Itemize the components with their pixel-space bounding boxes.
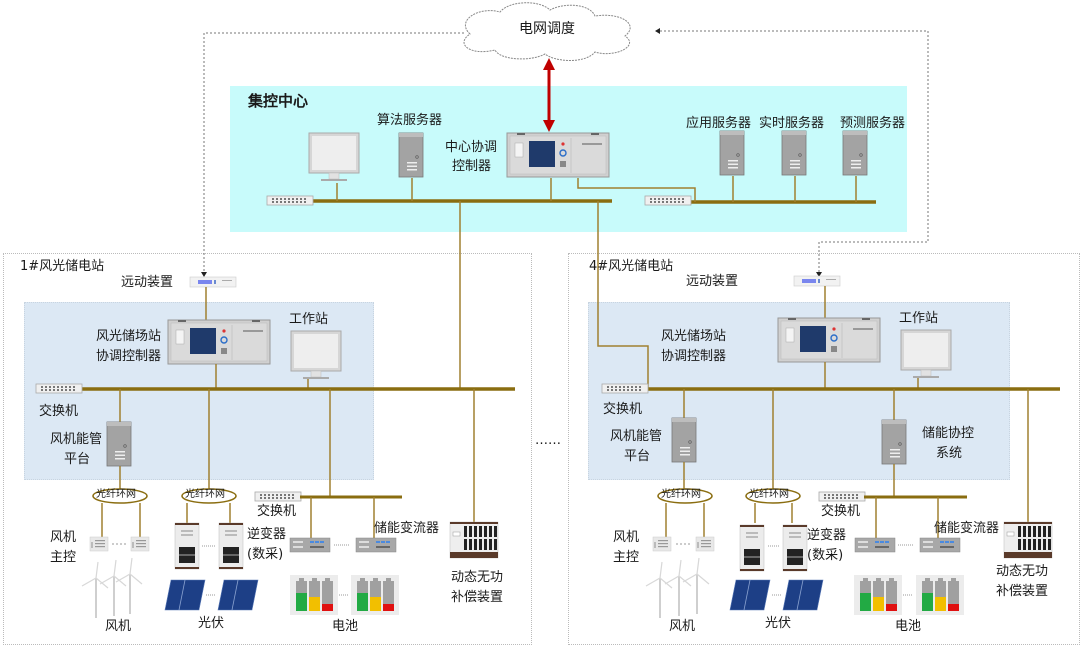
app-server-label: 应用服务器 xyxy=(686,116,752,131)
realtime-server-label: 实时服务器 xyxy=(759,116,825,131)
station-1-wind-label: 风机 xyxy=(105,619,132,634)
grid-dispatch-label: 电网调度 xyxy=(519,21,575,37)
station-4-battery-label: 电池 xyxy=(895,619,922,634)
station-1-pv-label: 光伏 xyxy=(198,616,225,631)
station-4-pcs-label: 储能变流器 xyxy=(934,521,1000,536)
station-4-wind-label: 风机 xyxy=(669,619,696,634)
station-4-title: 4#风光储电站 xyxy=(589,259,674,274)
station-4-rtu-label: 远动装置 xyxy=(686,274,739,289)
station-1-inverter-label-1: 逆变器 xyxy=(247,527,287,542)
center-to-station-4 xyxy=(597,201,649,389)
station-1-fiber-ring-1: 光纤环网 xyxy=(96,489,136,500)
station-1-svg-label-1: 动态无功 xyxy=(451,570,504,585)
station-4-svg-label-2: 补偿装置 xyxy=(996,584,1049,599)
station-1-battery-label: 电池 xyxy=(332,619,359,634)
central-controller-label-1: 中心协调 xyxy=(445,140,498,155)
station-1-coordinator-label-1: 风光储场站 xyxy=(96,329,162,344)
station-1-rtu-label: 远动装置 xyxy=(121,275,174,290)
station-1-switch-label: 交换机 xyxy=(39,404,79,419)
station-4-storage-ctrl-label-1: 储能协控 xyxy=(922,426,975,441)
ellipsis: …… xyxy=(535,433,561,448)
station-1-turbine-ctrl-label-2: 主控 xyxy=(50,550,77,565)
station-4-fiber-ring-1: 光纤环网 xyxy=(661,489,701,500)
station-4-turbine-ctrl-label-2: 主控 xyxy=(613,550,640,565)
station-1-title: 1#风光储电站 xyxy=(20,259,105,274)
control-center-title: 集控中心 xyxy=(248,92,309,110)
station-1-outer xyxy=(3,253,532,645)
station-4-coordinator-label-2: 协调控制器 xyxy=(661,349,727,364)
station-1-inverter-label-2: (数采) xyxy=(247,547,284,562)
station-1-wind-ems-label-1: 风机能管 xyxy=(50,432,103,447)
station-1-svg-label-2: 补偿装置 xyxy=(451,590,504,605)
station-4-wind-ems-label-2: 平台 xyxy=(624,449,651,464)
station-4-pv-label: 光伏 xyxy=(765,616,792,631)
station-1-turbine-ctrl-label-1: 风机 xyxy=(50,530,77,545)
station-4-fiber-ring-2: 光纤环网 xyxy=(749,489,789,500)
station-4-wind-ems-label-1: 风机能管 xyxy=(610,429,663,444)
station-4-svg-label-1: 动态无功 xyxy=(996,564,1049,579)
dispatch-link-station-1 xyxy=(203,32,464,276)
station-1-coordinator-label-2: 协调控制器 xyxy=(96,349,162,364)
station-1-pcs-label: 储能变流器 xyxy=(374,521,440,536)
algorithm-server-label: 算法服务器 xyxy=(377,113,443,128)
station-1-fiber-ring-2: 光纤环网 xyxy=(185,489,225,500)
station-4-inverter-label-2: (数采) xyxy=(807,548,844,563)
central-controller-label-2: 控制器 xyxy=(452,159,492,174)
station-1-switch2-label: 交换机 xyxy=(257,504,297,519)
station-4-workstation-label: 工作站 xyxy=(899,311,939,326)
grid-dispatch-cloud xyxy=(463,2,631,61)
station-4-switch-label: 交换机 xyxy=(603,402,643,417)
station-1-wind-ems-label-2: 平台 xyxy=(64,452,91,467)
station-1-workstation-label: 工作站 xyxy=(289,312,329,327)
station-4-inverter-label-1: 逆变器 xyxy=(807,528,847,543)
station-4-storage-ctrl-label-2: 系统 xyxy=(936,446,963,461)
station-4-switch2-label: 交换机 xyxy=(821,504,861,519)
forecast-server-label: 预测服务器 xyxy=(840,116,906,131)
station-4-coordinator-label-1: 风光储场站 xyxy=(661,329,727,344)
station-4-turbine-ctrl-label-1: 风机 xyxy=(613,530,640,545)
